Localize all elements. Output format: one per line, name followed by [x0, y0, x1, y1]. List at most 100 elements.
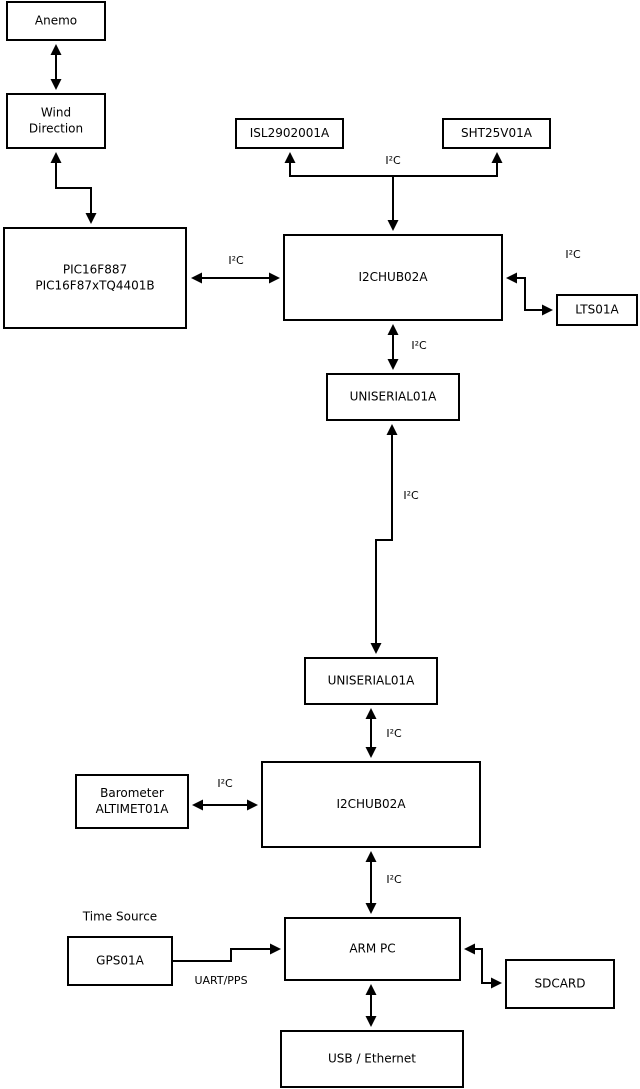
node-sht[interactable]: SHT25V01A — [442, 118, 551, 149]
node-label-armpc: ARM PC — [349, 942, 395, 956]
node-label-sht: SHT25V01A — [461, 126, 533, 140]
node-anemo[interactable]: Anemo — [6, 1, 106, 41]
node-usb[interactable]: USB / Ethernet — [280, 1030, 464, 1088]
edge-line-uniserial-link — [375, 433, 393, 645]
node-box-sht[interactable] — [442, 118, 551, 149]
node-box-wind[interactable] — [6, 93, 106, 149]
arrowhead-armpc-sdcard-end — [491, 977, 502, 989]
node-label-wind-line1: Wind — [41, 106, 71, 120]
arrowhead-wind-pic-start — [50, 152, 62, 163]
edge-label-uniserial-link: I²C — [403, 489, 419, 502]
node-sdcard[interactable]: SDCARD — [505, 959, 615, 1009]
arrowhead-armpc-usb-end — [365, 1016, 377, 1027]
edge-line-hub-lts — [515, 277, 544, 311]
arrowhead-uniserial-link-start — [386, 424, 398, 435]
arrowhead-armpc-usb-start — [365, 984, 377, 995]
node-box-armpc[interactable] — [284, 917, 461, 981]
node-lts[interactable]: LTS01A — [556, 294, 638, 326]
edge-barometer-hub-bot: I²C — [192, 777, 258, 811]
edge-uniserial-link: I²C — [370, 424, 419, 654]
node-box-hub_top[interactable] — [283, 234, 503, 321]
node-box-uniserial_bot[interactable] — [304, 657, 438, 705]
edge-hub-isl: I²C — [284, 152, 503, 177]
node-isl[interactable]: ISL2902001A — [235, 118, 344, 149]
nodes-layer: AnemoWindDirectionPIC16F887PIC16F87xTQ44… — [3, 1, 638, 1088]
arrowhead-hub-bot-armpc-end — [365, 903, 377, 914]
arrowhead-anemo-wind-end — [50, 79, 62, 90]
node-gps[interactable]: GPS01A — [67, 936, 173, 986]
node-label-barometer-line2: ALTIMET01A — [96, 802, 170, 816]
node-box-hub_bot[interactable] — [261, 761, 481, 848]
arrowhead-barometer-hub-bot-start — [192, 799, 203, 811]
arrowhead-uniserial-hub-bot-end — [365, 747, 377, 758]
node-label-lts: LTS01A — [575, 303, 619, 317]
arrowhead-hub-uniserial-top-end — [387, 359, 399, 370]
arrowhead-anemo-wind-start — [50, 44, 62, 55]
node-label-hub_bot: I2CHUB02A — [336, 797, 406, 811]
arrowhead-gps-armpc-end — [270, 943, 281, 955]
node-label-barometer-line1: Barometer — [100, 786, 164, 800]
edges-layer: I²C I²C I²C I²C I²C I²C I²C I²C UART/PPS — [50, 44, 581, 1027]
node-uniserial_bot[interactable]: UNISERIAL01A — [304, 657, 438, 705]
node-hub_bot[interactable]: I2CHUB02A — [261, 761, 481, 848]
node-hub_top[interactable]: I2CHUB02A — [283, 234, 503, 321]
edge-uniserial-hub-bot: I²C — [365, 708, 402, 758]
node-label-wind-line2: Direction — [29, 122, 83, 136]
edge-hub-uniserial-top: I²C — [387, 324, 427, 370]
edge-label-hub-bot-armpc: I²C — [386, 873, 402, 886]
arrowhead-hub-lts-start — [506, 272, 517, 284]
node-uniserial_top[interactable]: UNISERIAL01A — [326, 373, 460, 421]
arrowhead-hub-isl-end — [491, 152, 503, 163]
free-labels-layer: Time Source — [82, 910, 157, 924]
edge-armpc-sdcard — [464, 943, 502, 989]
arrowhead-barometer-hub-bot-end — [247, 799, 258, 811]
edge-wind-pic — [50, 152, 97, 224]
edge-pic-hub: I²C — [191, 254, 280, 284]
free-label-time-source: Time Source — [82, 910, 157, 924]
node-label-usb: USB / Ethernet — [328, 1052, 416, 1066]
edge-line-armpc-sdcard — [473, 948, 493, 984]
node-label-gps: GPS01A — [96, 954, 144, 968]
arrowhead-pic-hub-start — [191, 272, 202, 284]
node-label-sdcard: SDCARD — [534, 977, 585, 991]
edge-armpc-usb — [365, 984, 377, 1027]
node-box-usb[interactable] — [280, 1030, 464, 1088]
edge-hub-bot-armpc: I²C — [365, 851, 402, 914]
arrowhead-hub-isl-start — [284, 152, 296, 163]
node-box-anemo[interactable] — [6, 1, 106, 41]
edge-anemo-wind — [50, 44, 62, 90]
node-label-hub_top: I2CHUB02A — [358, 270, 428, 284]
node-box-lts[interactable] — [556, 294, 638, 326]
edge-line-wind-pic — [55, 161, 92, 215]
node-box-pic[interactable] — [3, 227, 187, 329]
node-armpc[interactable]: ARM PC — [284, 917, 461, 981]
edge-gps-armpc: UART/PPS — [172, 943, 281, 987]
arrowhead-hub-lts-end — [542, 304, 553, 316]
edge-label-barometer-hub-bot: I²C — [217, 777, 233, 790]
arrowhead-wind-pic-end — [85, 213, 97, 224]
node-box-sdcard[interactable] — [505, 959, 615, 1009]
arrowhead-pic-hub-end — [269, 272, 280, 284]
edge-line-gps-armpc — [172, 948, 272, 962]
node-label-anemo: Anemo — [35, 14, 77, 28]
node-label-pic-line1: PIC16F887 — [63, 263, 127, 277]
node-label-uniserial_top: UNISERIAL01A — [350, 390, 438, 404]
arrowhead-hub-uniserial-top-start — [387, 324, 399, 335]
node-label-isl: ISL2902001A — [250, 126, 330, 140]
arrowhead-hub-bot-armpc-start — [365, 851, 377, 862]
node-box-uniserial_top[interactable] — [326, 373, 460, 421]
edge-label-pic-hub: I²C — [228, 254, 244, 267]
edge-label-hub-isl: I²C — [385, 154, 401, 167]
node-box-gps[interactable] — [67, 936, 173, 986]
node-box-isl[interactable] — [235, 118, 344, 149]
node-box-barometer[interactable] — [75, 774, 189, 829]
edge-hub-lts: I²C — [506, 248, 581, 316]
node-label-pic-line2: PIC16F87xTQ4401B — [35, 279, 154, 293]
arrowhead-uniserial-hub-bot-start — [365, 708, 377, 719]
edge-label-hub-uniserial-top: I²C — [411, 339, 427, 352]
